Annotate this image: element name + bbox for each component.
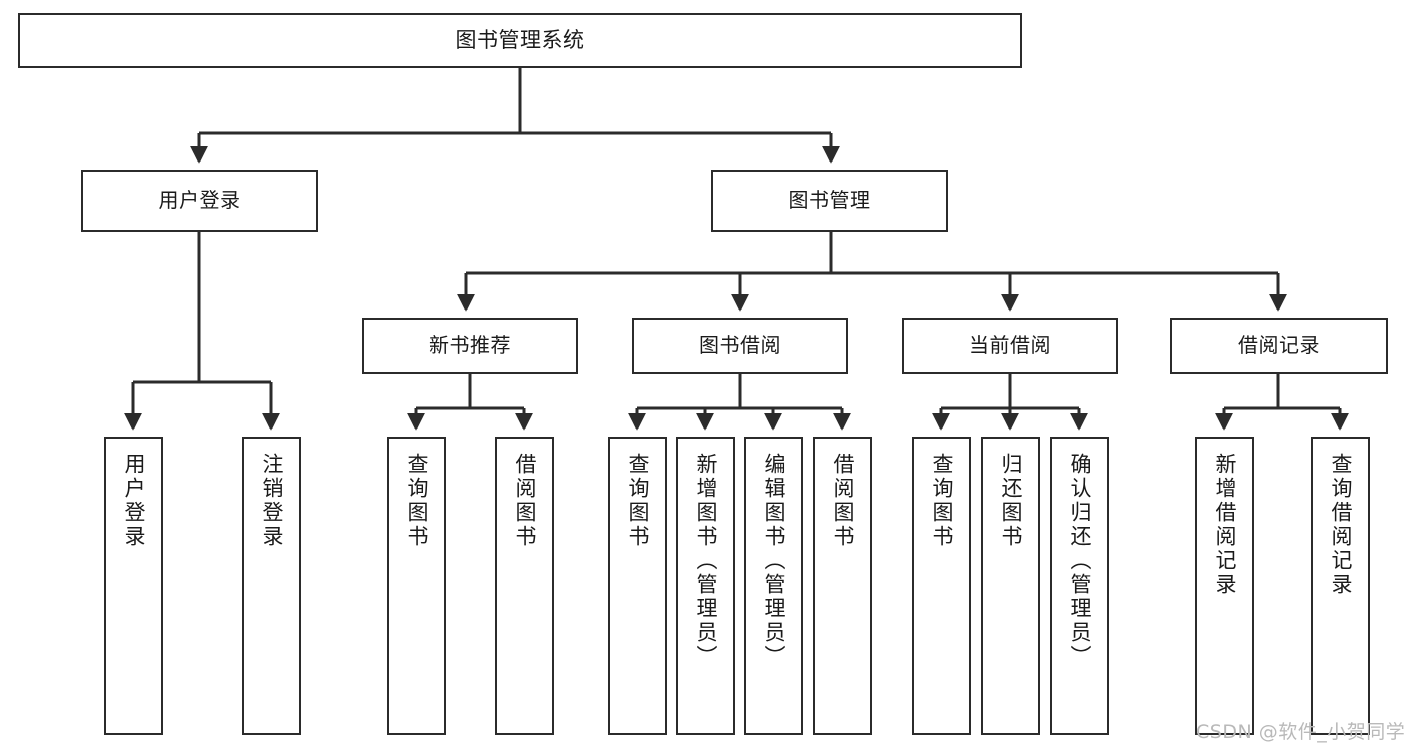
node-leaf-add-book-label: 新增图书（管理员） [694, 453, 718, 669]
node-leaf-logout-label: 注销登录 [260, 453, 284, 549]
node-root-system[interactable]: 图书管理系统 [18, 13, 1022, 68]
node-root-label: 图书管理系统 [455, 28, 585, 53]
node-leaf-query-book-2[interactable]: 查询图书 [608, 437, 667, 735]
node-leaf-query-book-1-label: 查询图书 [405, 453, 429, 549]
node-borrow-record-label: 借阅记录 [1238, 333, 1320, 358]
node-leaf-query-book-1[interactable]: 查询图书 [387, 437, 446, 735]
node-leaf-borrow-book-1-label: 借阅图书 [513, 453, 537, 549]
node-leaf-return-book-label: 归还图书 [999, 453, 1023, 549]
node-leaf-user-login[interactable]: 用户登录 [104, 437, 163, 735]
node-leaf-edit-book[interactable]: 编辑图书（管理员） [744, 437, 803, 735]
node-leaf-query-record[interactable]: 查询借阅记录 [1311, 437, 1370, 735]
node-book-borrow-label: 图书借阅 [699, 333, 781, 358]
node-leaf-logout[interactable]: 注销登录 [242, 437, 301, 735]
node-book-borrow[interactable]: 图书借阅 [632, 318, 848, 374]
node-leaf-add-book[interactable]: 新增图书（管理员） [676, 437, 735, 735]
node-leaf-add-record[interactable]: 新增借阅记录 [1195, 437, 1254, 735]
node-leaf-borrow-book-2-label: 借阅图书 [831, 453, 855, 549]
node-new-book-recommend[interactable]: 新书推荐 [362, 318, 578, 374]
node-new-book-recommend-label: 新书推荐 [429, 333, 511, 358]
node-user-login-label: 用户登录 [158, 188, 241, 213]
node-leaf-borrow-book-2[interactable]: 借阅图书 [813, 437, 872, 735]
node-leaf-query-book-2-label: 查询图书 [626, 453, 650, 549]
node-leaf-query-record-label: 查询借阅记录 [1329, 453, 1353, 597]
node-leaf-query-book-3[interactable]: 查询图书 [912, 437, 971, 735]
node-leaf-confirm-return[interactable]: 确认归还（管理员） [1050, 437, 1109, 735]
node-book-manage[interactable]: 图书管理 [711, 170, 948, 232]
node-book-manage-label: 图书管理 [788, 188, 871, 213]
node-leaf-add-record-label: 新增借阅记录 [1213, 453, 1237, 597]
node-leaf-confirm-return-label: 确认归还（管理员） [1068, 453, 1092, 669]
node-current-borrow-label: 当前借阅 [969, 333, 1051, 358]
node-leaf-return-book[interactable]: 归还图书 [981, 437, 1040, 735]
node-leaf-edit-book-label: 编辑图书（管理员） [762, 453, 786, 669]
node-user-login[interactable]: 用户登录 [81, 170, 318, 232]
node-current-borrow[interactable]: 当前借阅 [902, 318, 1118, 374]
node-leaf-query-book-3-label: 查询图书 [930, 453, 954, 549]
node-leaf-user-login-label: 用户登录 [122, 453, 146, 549]
node-leaf-borrow-book-1[interactable]: 借阅图书 [495, 437, 554, 735]
node-borrow-record[interactable]: 借阅记录 [1170, 318, 1388, 374]
